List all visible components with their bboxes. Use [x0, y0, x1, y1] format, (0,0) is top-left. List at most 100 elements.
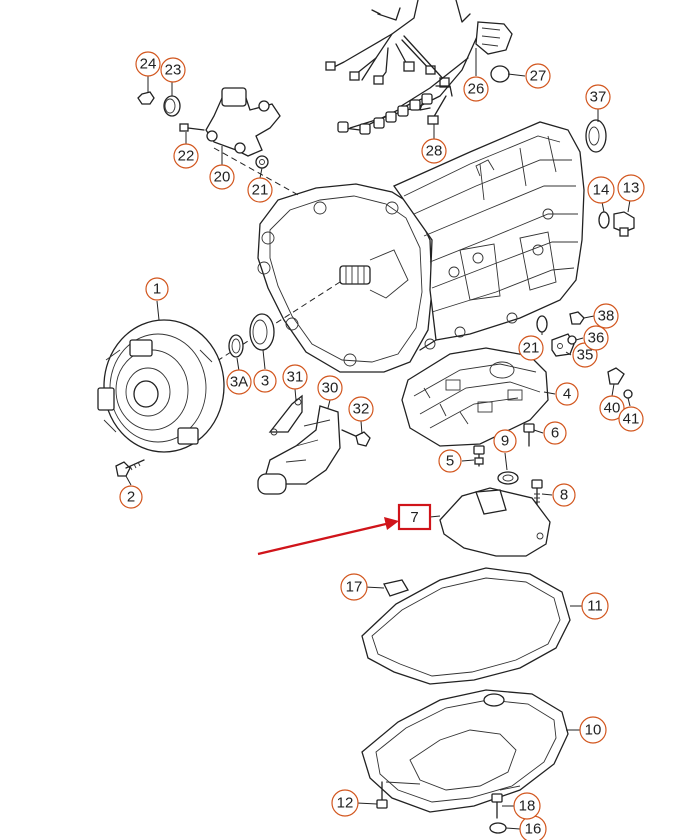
bolt-5	[473, 445, 485, 467]
callout-16-label: 16	[525, 821, 542, 838]
callout-13-label: 13	[623, 180, 640, 197]
callout-17-ring	[340, 573, 368, 601]
wiring-harness	[325, 0, 513, 135]
callout-8: 8	[552, 483, 576, 507]
callout-27-label: 27	[530, 68, 547, 85]
callout-27-ring	[525, 63, 551, 89]
callout-30: 30	[317, 375, 343, 401]
oil-pan-gasket	[361, 567, 571, 685]
callout-1-label: 1	[153, 281, 161, 298]
callout-16: 16	[519, 815, 547, 840]
callout-6: 6	[543, 421, 567, 445]
callout-24: 24	[135, 51, 161, 77]
ring-23	[163, 95, 181, 117]
callout-12-ring	[331, 789, 359, 817]
callout-38-label: 38	[598, 308, 615, 325]
nut-24	[137, 91, 155, 105]
seal-14	[598, 211, 610, 229]
callout-14: 14	[587, 176, 615, 204]
callout-11-label: 11	[587, 598, 603, 615]
harness-connector	[337, 93, 433, 135]
callout-24-ring	[135, 51, 161, 77]
plug-13	[613, 211, 635, 237]
torque-converter	[97, 319, 225, 453]
callout-3: 3	[253, 369, 277, 393]
callout-3A-ring	[226, 369, 252, 395]
callout-22-label: 22	[178, 148, 195, 165]
callout-13: 13	[617, 174, 645, 202]
oil-pan	[361, 689, 569, 813]
callout-4: 4	[555, 382, 579, 406]
callout-37-label: 37	[590, 89, 607, 106]
alignment-line-shaft	[149, 281, 341, 405]
callout-4-ring	[555, 382, 579, 406]
callout-21a-label: 21	[252, 182, 269, 199]
callout-17-label: 17	[346, 579, 363, 596]
small-bolt-22	[179, 123, 205, 132]
nut-36	[567, 335, 577, 345]
callout-8-label: 8	[560, 487, 568, 504]
callout-9-label: 9	[501, 433, 509, 450]
callout-3A-label: 3A	[230, 374, 248, 391]
callout-13-ring	[617, 174, 645, 202]
selector-sensor	[205, 87, 281, 169]
callout-28: 28	[421, 138, 447, 164]
callout-5-ring	[438, 449, 462, 473]
callout-20-label: 20	[214, 169, 231, 186]
callout-41-label: 41	[623, 411, 640, 428]
callout-5-label: 5	[446, 453, 454, 470]
clip-41	[623, 389, 633, 399]
callout-1: 1	[145, 277, 169, 301]
callout-20-ring	[209, 164, 235, 190]
callout-36-label: 36	[588, 330, 605, 347]
callout-1-ring	[145, 277, 169, 301]
callout-3A: 3A	[226, 369, 252, 395]
leader-lines	[125, 48, 631, 830]
callout-2-ring	[119, 485, 143, 509]
highlighted-callout-label: 7	[410, 509, 418, 526]
callout-10-label: 10	[585, 722, 602, 739]
callout-37-ring	[585, 84, 611, 110]
callout-2: 2	[119, 485, 143, 509]
callout-36-ring	[583, 325, 609, 351]
callout-2-label: 2	[127, 489, 135, 506]
callout-31-label: 31	[287, 369, 304, 386]
callout-36: 36	[583, 325, 609, 351]
callout-40: 40	[599, 395, 625, 421]
actuator-assembly	[257, 394, 371, 495]
highlighted-callout: 7	[397, 503, 432, 531]
callout-23: 23	[160, 57, 186, 83]
callout-40-label: 40	[604, 400, 621, 417]
callout-38-ring	[593, 303, 619, 329]
callout-32: 32	[348, 396, 374, 422]
callout-21b-ring	[518, 335, 544, 361]
callout-28-ring	[421, 138, 447, 164]
callout-28-label: 28	[426, 143, 443, 160]
seal-37	[585, 119, 607, 153]
converter-bolt-2	[115, 459, 145, 477]
clip-40	[607, 367, 625, 385]
callout-10: 10	[579, 716, 607, 744]
callout-35-label: 35	[577, 347, 594, 364]
magnet-17	[383, 579, 409, 597]
highlight-arrow	[257, 517, 399, 556]
bolt-6	[523, 423, 535, 447]
callout-26-ring	[463, 76, 489, 102]
bolt-8	[531, 479, 543, 507]
callout-23-ring	[160, 57, 186, 83]
callout-4-label: 4	[563, 386, 571, 403]
callout-26: 26	[463, 76, 489, 102]
callout-32-ring	[348, 396, 374, 422]
callout-8-ring	[552, 483, 576, 507]
callout-12: 12	[331, 789, 359, 817]
callout-30-ring	[317, 375, 343, 401]
callout-31: 31	[282, 364, 308, 390]
valve-body	[401, 347, 549, 447]
callout-31-ring	[282, 364, 308, 390]
seal-9	[497, 471, 519, 485]
callout-3-ring	[253, 369, 277, 393]
callout-9: 9	[493, 429, 517, 453]
callout-6-ring	[543, 421, 567, 445]
callout-27: 27	[525, 63, 551, 89]
